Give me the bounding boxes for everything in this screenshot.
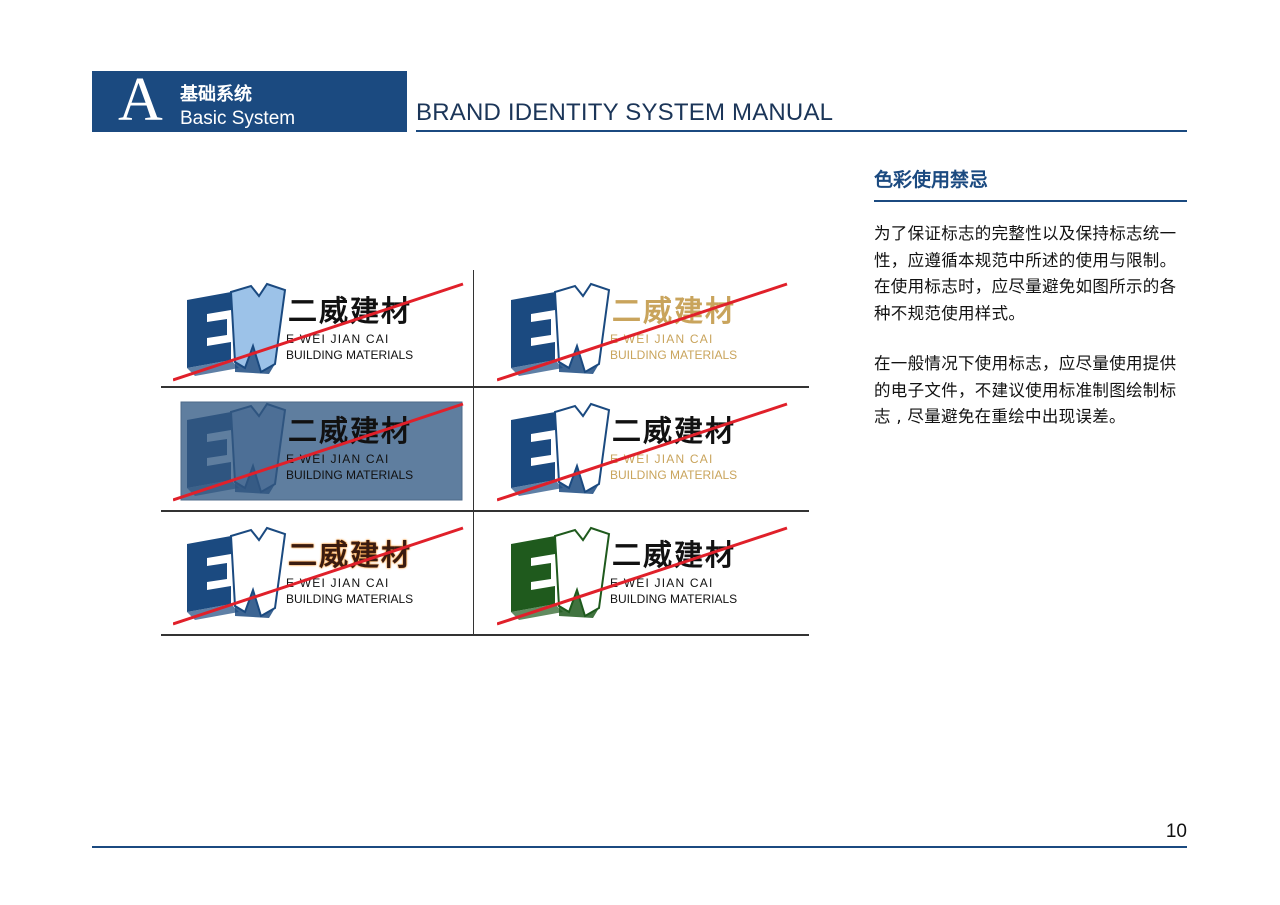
- page-number: 10: [1165, 821, 1187, 842]
- logo-name-cn: 二威建材: [612, 294, 737, 328]
- logo-name-cn: 二威建材: [288, 414, 413, 448]
- manual-title: BRAND IDENTITY SYSTEM MANUAL: [416, 99, 834, 126]
- logo-name-en-line1: E WEI JIAN CAI: [286, 332, 390, 346]
- misuse-example-blue-background: 二威建材 E WEI JIAN CAI BUILDING MATERIALS: [173, 396, 473, 514]
- logo-name-cn: 二威建材: [612, 538, 737, 572]
- section-letter: A: [118, 66, 163, 134]
- logo-name-cn: 二威建材: [288, 538, 413, 572]
- logo-name-en-line2: BUILDING MATERIALS: [610, 468, 738, 482]
- logo-name-en-line2: BUILDING MATERIALS: [610, 348, 738, 362]
- section-header-block: A 基础系统 Basic System: [92, 66, 407, 134]
- logo-name-en-line2: BUILDING MATERIALS: [286, 348, 414, 362]
- header-rule: [416, 130, 1187, 132]
- body-paragraph-1: 为了保证标志的完整性以及保持标志统一性，应遵循本规范中所述的使用与限制。在使用标…: [874, 224, 1177, 323]
- logo-name-en-line2: BUILDING MATERIALS: [286, 468, 414, 482]
- logo-name-cn: 二威建材: [288, 294, 413, 328]
- logo-name-en-line1: E WEI JIAN CAI: [286, 576, 390, 590]
- misuse-example-green-E: 二威建材 E WEI JIAN CAI BUILDING MATERIALS: [497, 520, 797, 638]
- grid-divider-vertical: [473, 270, 474, 635]
- logo-name-en-line1: E WEI JIAN CAI: [286, 452, 390, 466]
- grid-divider-row-1: [161, 386, 809, 388]
- misuse-example-light-blue-W: 二威建材 E WEI JIAN CAI BUILDING MATERIALS: [173, 276, 473, 394]
- logo-name-en-line1: E WEI JIAN CAI: [610, 576, 714, 590]
- page-title: 色彩使用禁忌: [874, 169, 989, 191]
- section-name-en: Basic System: [180, 108, 296, 129]
- footer-rule: [92, 846, 1187, 848]
- logo-name-en-line2: BUILDING MATERIALS: [610, 592, 738, 606]
- misuse-examples-grid: 二威建材 E WEI JIAN CAI BUILDING MATERIALS 二威建…: [161, 270, 809, 637]
- title-underline: [874, 200, 1187, 202]
- logo-name-en-line1: E WEI JIAN CAI: [610, 452, 714, 466]
- logo-name-en-line2: BUILDING MATERIALS: [286, 592, 414, 606]
- misuse-example-gold-text: 二威建材 E WEI JIAN CAI BUILDING MATERIALS: [497, 276, 797, 394]
- grid-divider-bottom: [161, 634, 809, 636]
- logo-name-cn: 二威建材: [612, 414, 737, 448]
- misuse-example-orange-outline-text: 二威建材 E WEI JIAN CAI BUILDING MATERIALS: [173, 520, 473, 638]
- section-name-cn: 基础系统: [180, 84, 252, 105]
- misuse-example-gold-english: 二威建材 E WEI JIAN CAI BUILDING MATERIALS: [497, 396, 797, 514]
- body-paragraph-2: 在一般情况下使用标志，应尽量使用提供的电子文件，不建议使用标准制图绘制标志 , …: [874, 354, 1177, 426]
- grid-divider-row-2: [161, 510, 809, 512]
- logo-name-en-line1: E WEI JIAN CAI: [610, 332, 714, 346]
